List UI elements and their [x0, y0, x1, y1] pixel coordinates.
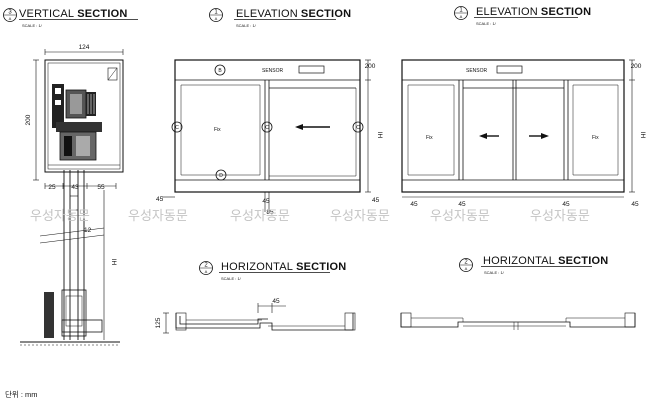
dim-bottom: 55: [97, 184, 105, 191]
dim-top: 45: [272, 298, 280, 305]
title-word-bold: SECTION: [296, 261, 346, 273]
dim-bottom: 25: [48, 184, 56, 191]
title-word: HORIZONTAL: [483, 255, 555, 267]
dim-bottom: 45: [410, 201, 418, 208]
dim-ih: IH: [376, 132, 383, 139]
dim-ih: IH: [110, 259, 117, 266]
fix-label-left: Fix: [426, 135, 433, 141]
title-sub: A: [9, 16, 12, 21]
title-sub: A: [215, 16, 218, 21]
watermark-text: 우성자동문: [128, 208, 188, 223]
title-number: 2: [204, 263, 208, 269]
marker-c: C: [175, 125, 179, 131]
watermark-row: 우성자동문 우성자동문 우성자동문 우성자동문 우성자동문 우성자동문: [30, 208, 590, 223]
title-word: HORIZONTAL: [221, 261, 293, 273]
title-scale: SCALE : 1/: [484, 270, 505, 275]
marker-b: B: [218, 68, 222, 74]
marker-c: C: [356, 125, 360, 131]
marker-d: D: [219, 173, 223, 179]
dim-left: 45: [156, 196, 164, 203]
title-word: ELEVATION: [236, 8, 298, 20]
watermark-text: 우성자동문: [230, 208, 290, 223]
title-sub: A: [460, 14, 463, 19]
watermark-text: 우성자동문: [330, 208, 390, 223]
title-sub: A: [465, 266, 468, 271]
dim-mid: 45: [262, 198, 270, 205]
dim-bottom: 45: [562, 201, 570, 208]
title-word-bold: SECTION: [77, 8, 127, 20]
dim-bottom: 45: [458, 201, 466, 208]
sensor-label: SENSOR: [466, 68, 488, 74]
dim-ih: IH: [639, 132, 646, 139]
dim-bottom: 43: [71, 184, 79, 191]
title-number: 2: [464, 260, 468, 266]
dim-gap: 12: [84, 227, 92, 234]
title-word-bold: SECTION: [541, 6, 591, 18]
title-scale: SCALE : 1/: [476, 21, 497, 26]
title-word: ELEVATION: [476, 6, 538, 18]
title-number: 3: [8, 10, 12, 16]
horizontal-single-drawing: 125 45: [155, 298, 356, 334]
watermark-text: 우성자동문: [30, 208, 90, 223]
dim-top: 200: [631, 63, 642, 70]
watermark-text: 우성자동문: [430, 208, 490, 223]
title-word: VERTICAL: [19, 8, 74, 20]
dim-left: 125: [155, 317, 162, 328]
elevation-double-drawing: SENSOR Fix Fix 200 IH 45 45 45 45: [401, 59, 646, 208]
watermark-text: 우성자동문: [530, 208, 590, 223]
title-sub: A: [205, 269, 208, 274]
sensor-label: SENSOR: [262, 68, 284, 74]
marker-c: C: [265, 125, 269, 131]
dim-height: 200: [25, 114, 32, 125]
unit-note: 단위 : mm: [5, 389, 38, 399]
fix-label-right: Fix: [592, 135, 599, 141]
title-word-bold: SECTION: [558, 255, 608, 267]
dim-bottom: 45: [631, 201, 639, 208]
title-number: 1: [459, 8, 463, 14]
horizontal-double-drawing: [400, 312, 636, 330]
vertical-section-drawing: 124 200 25 43 55: [20, 44, 124, 346]
title-scale: SCALE : 1/: [22, 23, 43, 28]
elevation-single-drawing: B C C C D SENSOR Fix 200 IH 45 45 45 85: [156, 59, 383, 216]
fix-label: Fix: [214, 127, 221, 133]
dim-width: 124: [79, 44, 90, 51]
title-number: 1: [214, 10, 218, 16]
dim-mid: 85: [266, 209, 274, 216]
title-scale: SCALE : 1/: [221, 276, 242, 281]
dim-bottom: 45: [372, 197, 380, 204]
title-word-bold: SECTION: [301, 8, 351, 20]
dim-top: 200: [365, 63, 376, 70]
title-scale: SCALE : 1/: [236, 23, 257, 28]
